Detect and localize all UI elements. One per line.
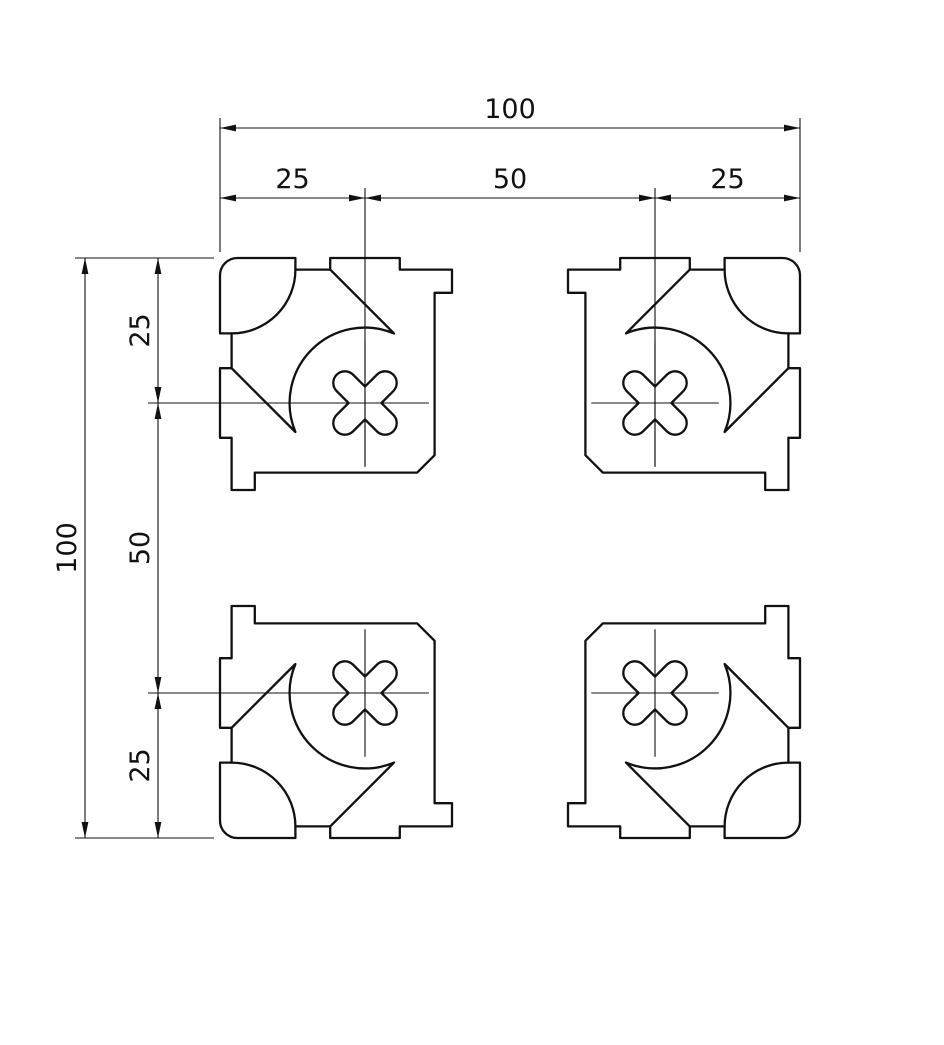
dim-label-left-bottom-25: 25 (125, 748, 156, 782)
dim-label-left-overall: 100 (52, 522, 83, 574)
dim-label-left-middle-50: 50 (125, 531, 156, 565)
dim-label-top-overall: 100 (484, 94, 536, 125)
profile-quadrant-top-right (566, 256, 802, 492)
profile-quadrant-bottom-left (218, 604, 454, 840)
extension-lines (75, 118, 801, 839)
dimension-arrowheads (81, 124, 801, 839)
profile-quadrant-top-left (218, 256, 454, 492)
dim-label-left-top-25: 25 (125, 313, 156, 347)
dim-label-top-right-25: 25 (710, 164, 744, 195)
dim-label-top-left-25: 25 (275, 164, 309, 195)
dimension-labels: 100 25 50 25 100 25 50 25 (52, 94, 745, 783)
dim-label-top-center-50: 50 (493, 164, 527, 195)
arrowhead-set (81, 124, 801, 839)
profile-quadrant-bottom-right (566, 604, 802, 840)
profile-cross-section (218, 256, 802, 840)
dimension-lines (84, 127, 800, 838)
